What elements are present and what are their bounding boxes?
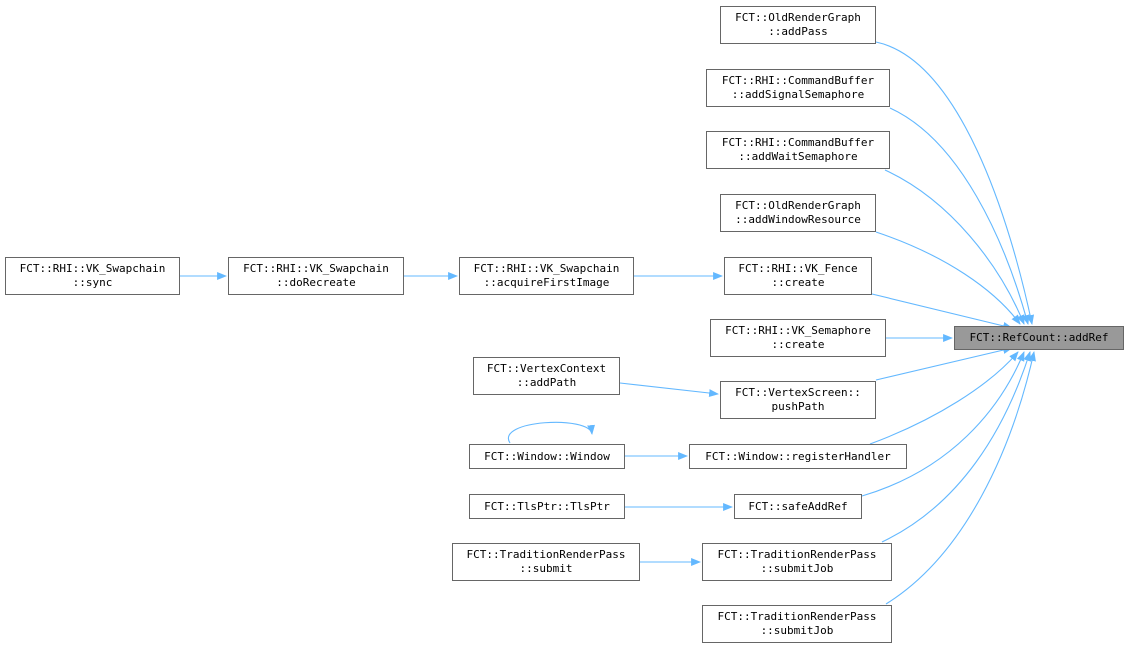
- node-label: FCT::TraditionRenderPass: [466, 548, 626, 561]
- edge-addpath-to-pushpath: [619, 382, 719, 397]
- node-label: FCT::OldRenderGraph: [735, 199, 861, 212]
- node-label: FCT::RHI::CommandBuffer: [721, 74, 875, 87]
- node-label: ::acquireFirstImage: [483, 276, 610, 289]
- node-label: FCT::RHI::VK_Semaphore: [725, 324, 871, 337]
- node-oldrendergraph-addpass[interactable]: FCT::OldRenderGraph ::addPass: [720, 6, 876, 44]
- node-label: ::addSignalSemaphore: [731, 88, 865, 101]
- node-label: ::addWindowResource: [735, 213, 861, 226]
- node-vkswapchain-acquirefirstimage[interactable]: FCT::RHI::VK_Swapchain ::acquireFirstIma…: [459, 257, 634, 295]
- edge-submitjob1-to-addref: [881, 351, 1032, 543]
- node-label: ::create: [771, 338, 825, 351]
- node-label: FCT::TlsPtr::TlsPtr: [484, 499, 610, 513]
- node-commandbuffer-addwaitsemaphore[interactable]: FCT::RHI::CommandBuffer ::addWaitSemapho…: [706, 131, 890, 169]
- node-vertexscreen-pushpath[interactable]: FCT::VertexScreen:: pushPath: [720, 381, 876, 419]
- node-safeaddref[interactable]: FCT::safeAddRef: [734, 494, 862, 519]
- node-window-window[interactable]: FCT::Window::Window: [469, 444, 625, 469]
- node-label: FCT::OldRenderGraph: [735, 11, 861, 24]
- edge-submitjob2-to-addref: [885, 351, 1036, 605]
- node-label: FCT::RHI::VK_Fence: [738, 262, 858, 275]
- node-label: FCT::VertexScreen::: [735, 386, 861, 399]
- edge-addsignalsemaphore-to-addref: [889, 107, 1030, 325]
- node-label: ::addPass: [768, 25, 828, 38]
- node-label: ::submitJob: [760, 562, 834, 575]
- node-label: FCT::RHI::VK_Swapchain: [473, 262, 620, 275]
- node-oldrendergraph-addwindowresource[interactable]: FCT::OldRenderGraph ::addWindowResource: [720, 194, 876, 232]
- node-label: FCT::TraditionRenderPass: [717, 548, 877, 561]
- node-label: FCT::RefCount::addRef: [969, 331, 1109, 344]
- node-label: ::create: [771, 276, 825, 289]
- edge-vkfence-to-addref: [871, 293, 1013, 330]
- node-commandbuffer-addsignalsemaphore[interactable]: FCT::RHI::CommandBuffer ::addSignalSemap…: [706, 69, 890, 107]
- edge-registerhandler-to-addref: [869, 351, 1019, 445]
- edge-pushpath-to-addref: [875, 346, 1013, 381]
- node-label: FCT::RHI::CommandBuffer: [721, 136, 875, 149]
- node-label: pushPath: [771, 400, 825, 413]
- node-label: FCT::Window::registerHandler: [705, 449, 891, 463]
- node-label: ::addWaitSemaphore: [738, 150, 858, 163]
- edge-window-self-loop: [507, 421, 595, 444]
- node-traditionrenderpass-submit[interactable]: FCT::TraditionRenderPass ::submit: [452, 543, 640, 581]
- node-tlsptr-tlsptr[interactable]: FCT::TlsPtr::TlsPtr: [469, 494, 625, 519]
- edge-safeaddref-to-addref: [861, 351, 1025, 497]
- node-label: ::sync: [72, 276, 113, 289]
- node-label: FCT::TraditionRenderPass: [717, 610, 877, 623]
- node-label: FCT::safeAddRef: [748, 499, 848, 513]
- node-label: FCT::VertexContext: [486, 362, 607, 375]
- node-window-registerhandler[interactable]: FCT::Window::registerHandler: [689, 444, 907, 469]
- node-traditionrenderpass-submitjob-2[interactable]: FCT::TraditionRenderPass ::submitJob: [702, 605, 892, 643]
- node-label: FCT::Window::Window: [484, 449, 610, 463]
- node-vkfence-create[interactable]: FCT::RHI::VK_Fence ::create: [724, 257, 872, 295]
- node-vksemaphore-create[interactable]: FCT::RHI::VK_Semaphore ::create: [710, 319, 886, 357]
- node-vkswapchain-sync[interactable]: FCT::RHI::VK_Swapchain ::sync: [5, 257, 180, 295]
- node-label: ::addPath: [516, 376, 577, 389]
- node-label: ::submitJob: [760, 624, 834, 637]
- node-refcount-addref: FCT::RefCount::addRef: [954, 326, 1124, 350]
- edge-addpass-to-addref: [875, 41, 1035, 325]
- node-traditionrenderpass-submitjob-1[interactable]: FCT::TraditionRenderPass ::submitJob: [702, 543, 892, 581]
- edge-addwaitsemaphore-to-addref: [884, 169, 1025, 325]
- node-label: ::doRecreate: [276, 276, 356, 289]
- node-label: FCT::RHI::VK_Swapchain: [243, 262, 389, 275]
- edge-addwindowresource-to-addref: [875, 231, 1021, 325]
- node-label: ::submit: [519, 562, 573, 575]
- node-vertexcontext-addpath[interactable]: FCT::VertexContext ::addPath: [473, 357, 620, 395]
- node-label: FCT::RHI::VK_Swapchain: [19, 262, 166, 275]
- node-vkswapchain-dorecreate[interactable]: FCT::RHI::VK_Swapchain ::doRecreate: [228, 257, 404, 295]
